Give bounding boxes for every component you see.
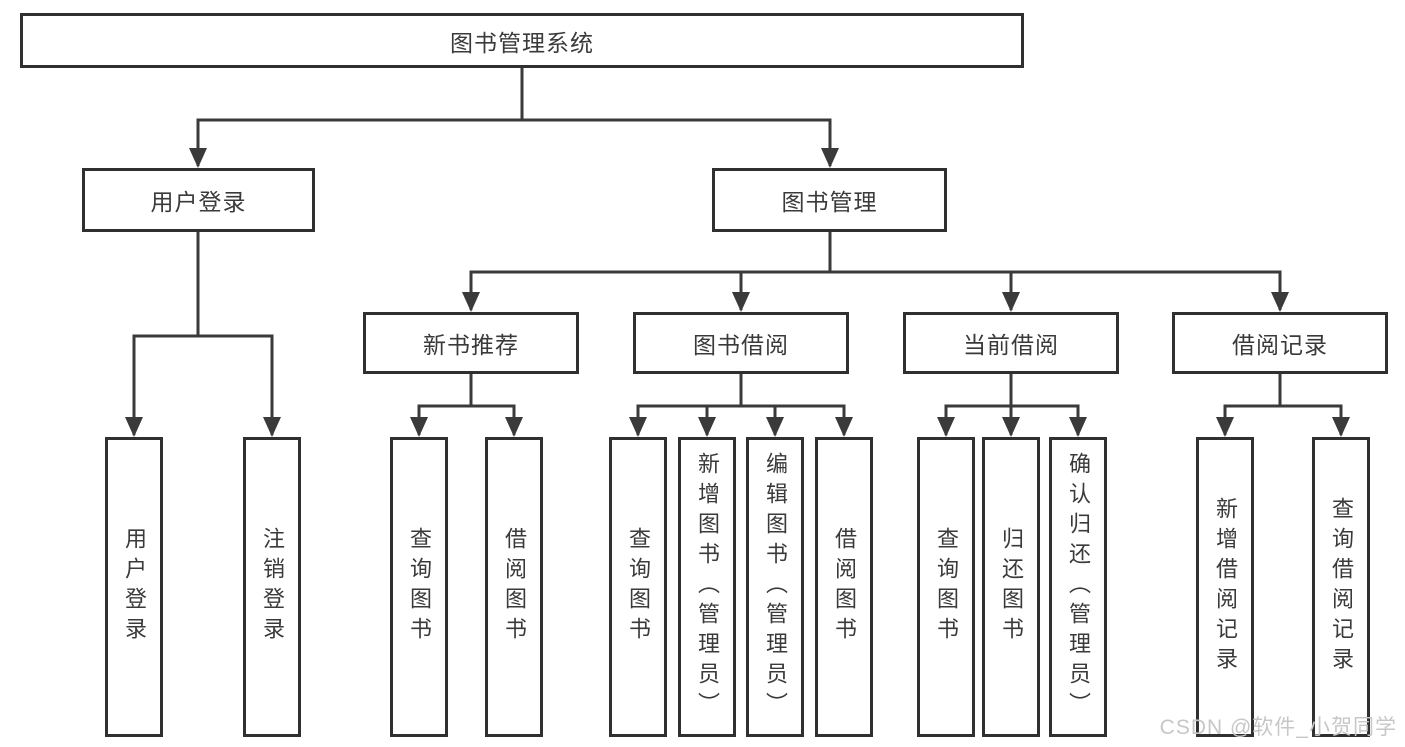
arrowhead-icon xyxy=(937,417,955,437)
leaf-borrow-books-recommend: 借阅图书 xyxy=(485,437,543,737)
leaf-logout: 注销登录 xyxy=(243,437,301,737)
node-library-management-system: 图书管理系统 xyxy=(20,13,1024,68)
leaf-label: 新增借阅记录 xyxy=(1213,497,1238,677)
connector-borrow-branch xyxy=(636,404,846,435)
arrowhead-icon xyxy=(189,148,207,168)
node-label: 新书推荐 xyxy=(423,332,519,358)
arrowhead-icon xyxy=(1002,417,1020,437)
node-user-login: 用户登录 xyxy=(82,168,315,232)
leaf-label: 借阅图书 xyxy=(832,527,857,647)
arrowhead-icon xyxy=(698,417,716,437)
node-label: 当前借阅 xyxy=(963,332,1059,358)
leaf-label: 查询图书 xyxy=(407,527,432,647)
arrowhead-icon xyxy=(263,417,281,437)
arrowhead-icon xyxy=(1271,292,1289,312)
node-borrow-records: 借阅记录 xyxy=(1172,312,1388,374)
node-label: 图书管理 xyxy=(781,189,878,215)
arrowhead-icon xyxy=(629,417,647,437)
leaf-query-borrow-record: 查询借阅记录 xyxy=(1312,437,1370,737)
leaf-label: 确认归还（管理员） xyxy=(1066,452,1091,722)
leaf-label: 查询图书 xyxy=(934,527,959,647)
leaf-label: 借阅图书 xyxy=(502,527,527,647)
connector-book-mgmt-branch xyxy=(469,270,1282,310)
connector-recommend-branch xyxy=(417,404,516,435)
connector-records-branch xyxy=(1223,404,1343,435)
arrowhead-icon xyxy=(462,292,480,312)
node-book-management: 图书管理 xyxy=(712,168,947,232)
leaf-label: 用户登录 xyxy=(122,527,147,647)
leaf-confirm-return-admin: 确认归还（管理员） xyxy=(1049,437,1107,737)
arrowhead-icon xyxy=(1002,292,1020,312)
arrowhead-icon xyxy=(1069,417,1087,437)
arrowhead-icon xyxy=(505,417,523,437)
node-label: 用户登录 xyxy=(150,189,247,215)
arrowhead-icon xyxy=(835,417,853,437)
leaf-query-books-current: 查询图书 xyxy=(917,437,975,737)
connector-current-branch xyxy=(944,404,1080,435)
connector-user-login-branch xyxy=(132,334,274,435)
leaf-query-books-borrow: 查询图书 xyxy=(609,437,667,737)
leaf-user-login: 用户登录 xyxy=(105,437,163,737)
leaf-label: 编辑图书（管理员） xyxy=(763,452,788,722)
node-book-borrow: 图书借阅 xyxy=(633,312,849,374)
node-label: 图书管理系统 xyxy=(450,29,594,56)
leaf-borrow-books-borrow: 借阅图书 xyxy=(815,437,873,737)
leaf-return-book: 归还图书 xyxy=(982,437,1040,737)
node-new-book-recommend: 新书推荐 xyxy=(363,312,579,374)
node-label: 图书借阅 xyxy=(693,332,789,358)
leaf-add-book-admin: 新增图书（管理员） xyxy=(678,437,736,737)
leaf-query-books-recommend: 查询图书 xyxy=(390,437,448,737)
arrowhead-icon xyxy=(1216,417,1234,437)
watermark: CSDN @软件_小贺同学 xyxy=(1159,716,1397,739)
connector-root-branch xyxy=(196,118,832,166)
leaf-label: 注销登录 xyxy=(260,527,285,647)
arrowhead-icon xyxy=(732,292,750,312)
arrowhead-icon xyxy=(766,417,784,437)
node-current-borrow: 当前借阅 xyxy=(903,312,1119,374)
leaf-edit-book-admin: 编辑图书（管理员） xyxy=(746,437,804,737)
leaf-label: 查询借阅记录 xyxy=(1329,497,1354,677)
arrowhead-icon xyxy=(125,417,143,437)
node-label: 借阅记录 xyxy=(1232,332,1328,358)
arrowhead-icon xyxy=(410,417,428,437)
leaf-add-borrow-record: 新增借阅记录 xyxy=(1196,437,1254,737)
arrowhead-icon xyxy=(1332,417,1350,437)
leaf-label: 查询图书 xyxy=(626,527,651,647)
arrowhead-icon xyxy=(821,148,839,168)
leaf-label: 归还图书 xyxy=(999,527,1024,647)
leaf-label: 新增图书（管理员） xyxy=(695,452,720,722)
